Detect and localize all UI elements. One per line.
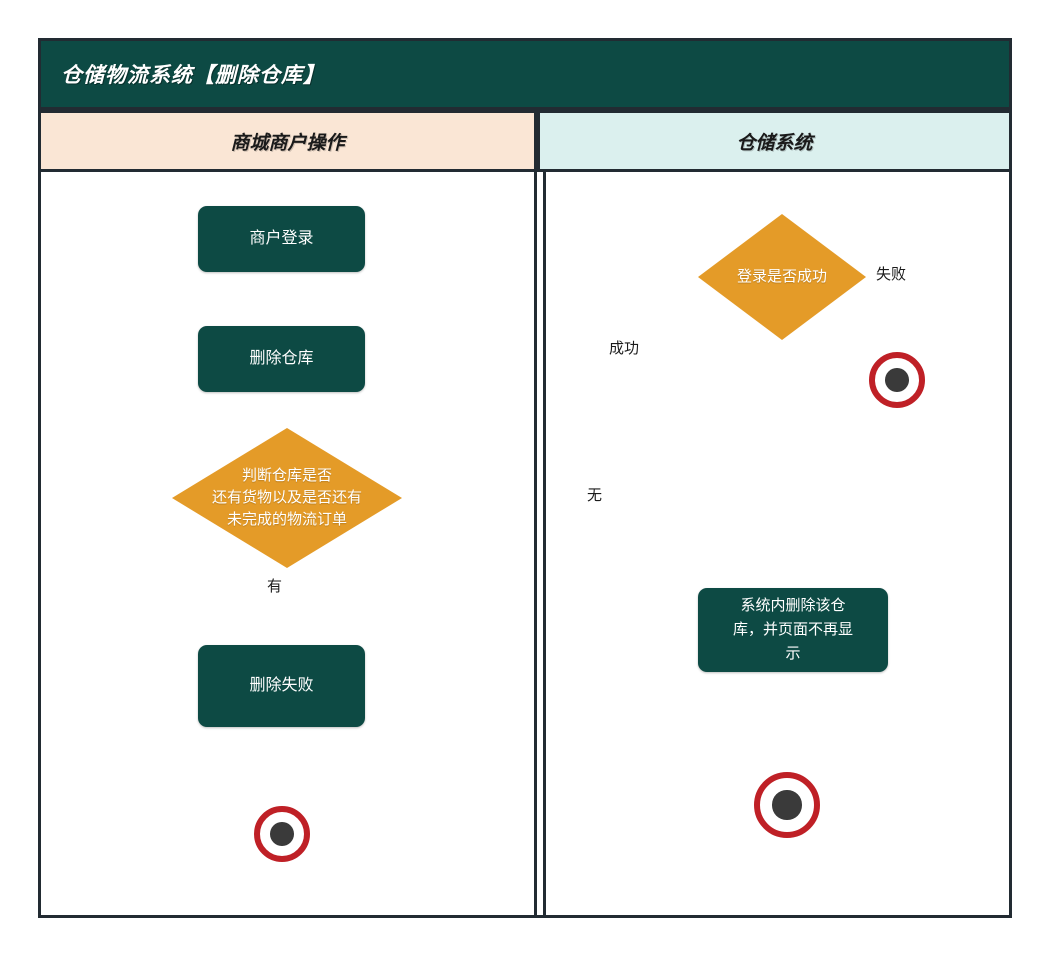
- end-node-core-icon: [772, 790, 802, 820]
- node-system-delete[interactable]: 系统内删除该仓 库，并页面不再显 示: [698, 588, 888, 672]
- end-node-core-icon: [270, 822, 294, 846]
- lane-divider: [534, 172, 546, 918]
- edge-label-no-goods: 无: [585, 487, 605, 505]
- node-merchant-login[interactable]: 商户登录: [198, 206, 365, 272]
- node-check-warehouse-label: 判断仓库是否 还有货物以及是否还有 未完成的物流订单: [211, 467, 362, 528]
- diagram-title-bar: 仓储物流系统【删除仓库】: [38, 38, 1012, 110]
- node-delete-failed-label: 删除失败: [249, 677, 314, 694]
- end-node-core-icon: [885, 368, 909, 392]
- edge-label-fail: 失败: [874, 266, 909, 284]
- node-check-warehouse[interactable]: 判断仓库是否 还有货物以及是否还有 未完成的物流订单: [172, 428, 402, 568]
- diagram-frame: [38, 38, 1012, 918]
- lane-header-warehouse: 仓储系统: [537, 110, 1012, 172]
- end-node-merchant[interactable]: [254, 806, 310, 862]
- lane-label-warehouse: 仓储系统: [736, 132, 813, 154]
- edge-label-success: 成功: [607, 340, 642, 358]
- end-node-login-fail[interactable]: [869, 352, 925, 408]
- end-node-warehouse[interactable]: [754, 772, 820, 838]
- node-delete-warehouse-label: 删除仓库: [249, 350, 314, 367]
- node-login-success[interactable]: 登录是否成功: [698, 214, 866, 340]
- node-delete-warehouse[interactable]: 删除仓库: [198, 326, 365, 392]
- node-delete-failed[interactable]: 删除失败: [198, 645, 365, 727]
- edge-label-has-goods: 有: [265, 578, 285, 596]
- node-merchant-login-label: 商户登录: [249, 230, 314, 247]
- lane-header-merchant: 商城商户操作: [38, 110, 537, 172]
- node-login-success-label: 登录是否成功: [736, 268, 827, 285]
- node-system-delete-label: 系统内删除该仓 库，并页面不再显 示: [732, 597, 853, 662]
- lane-label-merchant: 商城商户操作: [230, 132, 345, 154]
- diagram-title: 仓储物流系统【删除仓库】: [61, 64, 325, 87]
